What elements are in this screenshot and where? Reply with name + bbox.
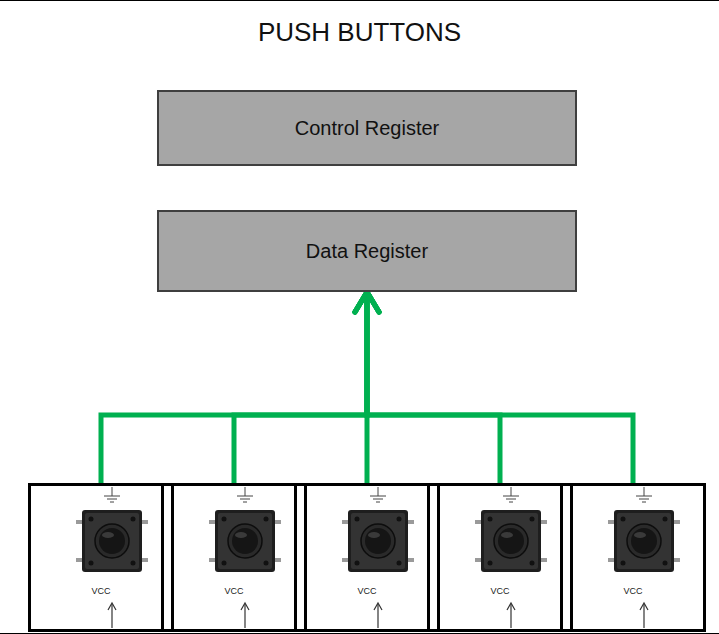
bus-connector [234,292,367,483]
frame-title: PUSH BUTTONS [0,17,719,48]
register-box: Data Register [157,210,577,292]
button-box: VCC [427,483,573,632]
pin-label: VCC [297,586,437,596]
pin-label: VCC [563,586,703,596]
push-button-figure [608,487,680,628]
register-label: Control Register [295,117,440,140]
pin-label: VCC [164,586,304,596]
bus-connector [367,292,633,483]
register-label: Data Register [306,240,428,263]
bus-connector [101,292,367,483]
button-box: VCC [560,483,706,632]
push-button-figure [76,487,148,628]
pin-label: VCC [430,586,570,596]
register-box: Control Register [157,90,577,166]
bus-connector [367,292,500,483]
button-box: VCC [28,483,174,632]
push-button-figure [475,487,547,628]
push-button-figure [209,487,281,628]
button-box: VCC [294,483,440,632]
push-button-figure [342,487,414,628]
button-box: VCC [161,483,307,632]
pin-label: VCC [31,586,171,596]
